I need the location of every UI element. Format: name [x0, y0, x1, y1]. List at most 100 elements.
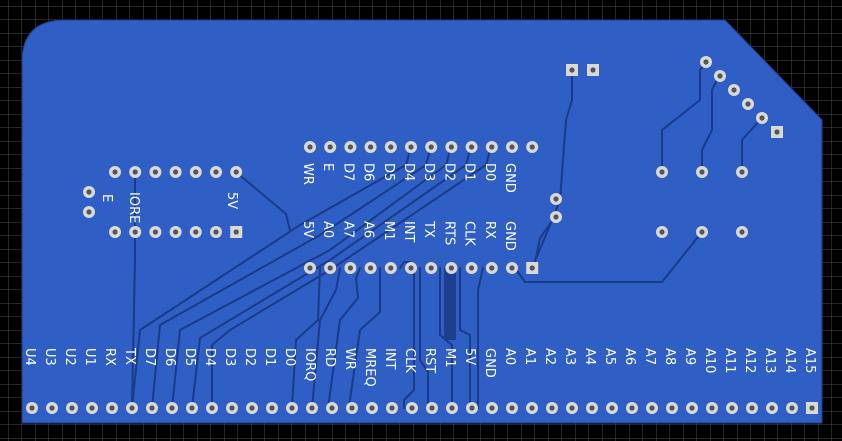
middle-top-pad-1-hole — [327, 144, 333, 150]
middle-bottom-pad-4-hole — [388, 265, 394, 271]
middle-bottom-pad-7-hole — [448, 265, 454, 271]
bottom-pad-d7-hole — [149, 405, 155, 411]
bottom-pad-wr-hole — [349, 405, 355, 411]
bottom-pad-a10-hole — [709, 405, 715, 411]
bottom-pad-gnd-hole — [489, 405, 495, 411]
bottom-label-a8: A8 — [662, 348, 677, 365]
left-module-label-iore: IORE — [126, 192, 141, 223]
bottom-label-a9: A9 — [682, 348, 697, 365]
bottom-pad-a4-hole — [589, 405, 595, 411]
left-bottom-pad-1-hole — [132, 229, 138, 235]
middle-top-label-wr: WR — [300, 163, 315, 185]
middle-top-label-d1: D1 — [462, 163, 477, 181]
left-module-pads — [83, 166, 243, 238]
left-side-pad-1-hole — [86, 209, 92, 215]
middle-top-label-d3: D3 — [421, 163, 436, 181]
middle-top-label-d7: D7 — [340, 163, 355, 181]
bottom-label-a11: A11 — [722, 348, 737, 373]
middle-top-pad-6-hole — [428, 144, 434, 150]
bottom-label-rd: RD — [322, 348, 337, 367]
left-top-pad-4-hole — [193, 169, 199, 175]
middle-bottom-label-gnd: GND — [502, 221, 517, 251]
middle-bottom-label-tx: TX — [421, 220, 436, 238]
bottom-pad-iorq-hole — [309, 405, 315, 411]
middle-top-label-d5: D5 — [381, 163, 396, 181]
middle-top-pad-10-hole — [509, 144, 515, 150]
jumper-pad-0-hole — [553, 196, 559, 202]
bottom-label-u1: U1 — [82, 348, 97, 366]
middle-bottom-label-a6: A6 — [361, 221, 376, 238]
bottom-label-rst: RST — [422, 348, 437, 373]
left-top-pad-3-hole — [173, 169, 179, 175]
middle-bottom-pad-9-hole — [489, 265, 495, 271]
bottom-label-d5: D5 — [182, 348, 197, 366]
left-bottom-pad-2-hole — [152, 229, 158, 235]
left-top-pad-0-hole — [112, 169, 118, 175]
bottom-pad-d6-hole — [169, 405, 175, 411]
bottom-pad-tx-hole — [129, 405, 135, 411]
bottom-pad-u4-hole — [29, 405, 35, 411]
middle-top-pad-2-hole — [347, 144, 353, 150]
middle-top-pad-0-hole — [307, 144, 313, 150]
bottom-label-int: INT — [382, 348, 397, 370]
middle-bottom-label-int: INT — [401, 221, 416, 243]
bottom-label-wr: WR — [342, 348, 357, 370]
ground-pour-area — [444, 268, 456, 340]
bottom-label-d6: D6 — [162, 348, 177, 366]
middle-bottom-pad-11-hole — [529, 265, 535, 271]
middle-top-pad-7-hole — [448, 144, 454, 150]
middle-header-bottom-pads — [304, 262, 539, 274]
bottom-pad-a11-hole — [729, 405, 735, 411]
middle-top-label-d0: D0 — [482, 163, 497, 181]
middle-top-label-d6: D6 — [361, 163, 376, 181]
middle-bottom-label-rts: RTS — [441, 221, 456, 245]
middle-bottom-pad-1-hole — [327, 265, 333, 271]
connector-pad-0-hole — [569, 67, 575, 73]
bottom-pad-mreq-hole — [369, 405, 375, 411]
middle-top-pad-3-hole — [368, 144, 374, 150]
middle-top-pad-11-hole — [529, 144, 535, 150]
middle-top-pad-8-hole — [469, 144, 475, 150]
middle-top-label-e: E — [320, 163, 335, 171]
bottom-label-d4: D4 — [202, 348, 217, 366]
bottom-pad-d2-hole — [249, 405, 255, 411]
bottom-pad-u2-hole — [69, 405, 75, 411]
jumper-pad-1-hole — [553, 214, 559, 220]
bottom-pad-rst-hole — [429, 405, 435, 411]
middle-bottom-label-5v: 5V — [300, 221, 315, 238]
bottom-pad-a3-hole — [569, 405, 575, 411]
middle-header-top-pads — [304, 141, 539, 153]
bottom-label-iorq: IORQ — [302, 348, 317, 381]
middle-bottom-pad-2-hole — [347, 265, 353, 271]
left-top-pad-6-hole — [233, 169, 239, 175]
bottom-pad-d0-hole — [289, 405, 295, 411]
bottom-pad-a9-hole — [689, 405, 695, 411]
bottom-pad-rd-hole — [329, 405, 335, 411]
middle-top-pad-9-hole — [489, 144, 495, 150]
left-bottom-pad-4-hole — [193, 229, 199, 235]
bottom-label-d1: D1 — [262, 348, 277, 366]
middle-bottom-pad-10-hole — [509, 265, 515, 271]
left-bottom-pad-5-hole — [213, 229, 219, 235]
bottom-label-a13: A13 — [762, 348, 777, 373]
bottom-pad-d1-hole — [269, 405, 275, 411]
diagonal-header-pad-4-hole — [759, 115, 765, 121]
bottom-label-a3: A3 — [562, 348, 577, 365]
bottom-pad-a8-hole — [669, 405, 675, 411]
middle-top-label-d4: D4 — [401, 163, 416, 181]
resistor-top-pad-2-hole — [739, 169, 745, 175]
connector-pad-1-hole — [590, 67, 596, 73]
bottom-label-mreq: MREQ — [362, 348, 377, 387]
bottom-pad-int-hole — [389, 405, 395, 411]
left-top-pad-1-hole — [132, 169, 138, 175]
bottom-pad-clk-hole — [409, 405, 415, 411]
middle-top-pad-4-hole — [388, 144, 394, 150]
resistor-bottom-pad-2-hole — [739, 229, 745, 235]
bottom-header-pads — [26, 402, 818, 414]
traces — [131, 61, 763, 409]
middle-bottom-label-rx: RX — [482, 221, 497, 239]
bottom-label-a12: A12 — [742, 348, 757, 373]
bottom-label-d2: D2 — [242, 348, 257, 366]
